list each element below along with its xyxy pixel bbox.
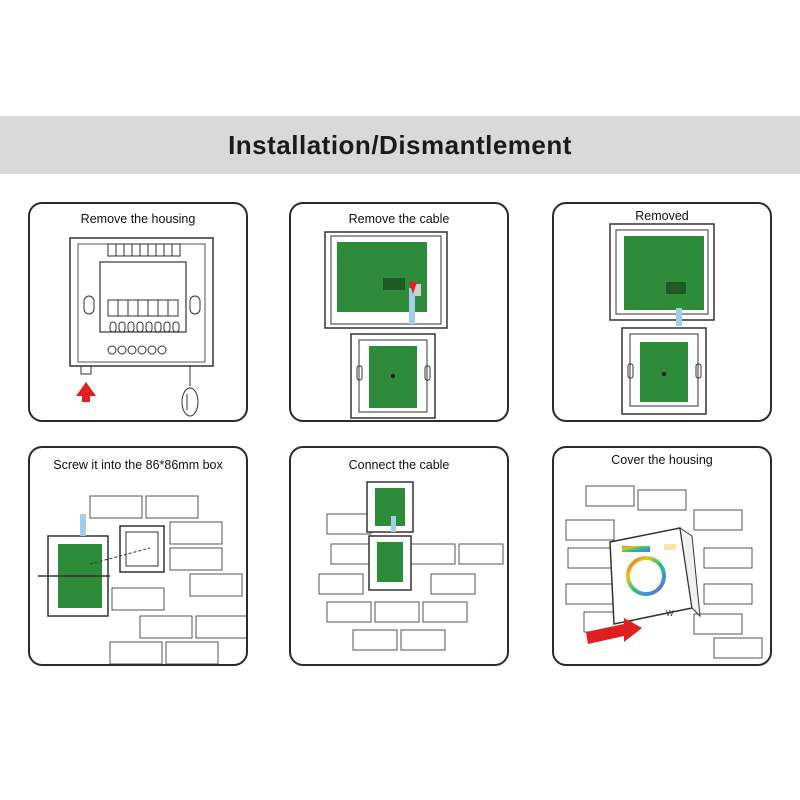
step-caption: Cover the housing	[611, 453, 713, 467]
step-caption: Remove the cable	[348, 212, 450, 226]
step-panel-remove-housing: Remove the housing	[28, 202, 248, 422]
screw-into-wall-box-illustration	[38, 495, 246, 664]
cover-housing-illustration: W	[565, 485, 763, 659]
cable-removal-illustration	[324, 231, 448, 419]
step-caption: Screw it into the 86*86mm box	[53, 458, 223, 472]
step-panel-screw-into-box: Screw it into the 86*86mm box	[28, 446, 248, 666]
step-caption: Connect the cable	[348, 458, 450, 472]
step-panel-connect-cable: Connect the cable	[289, 446, 509, 666]
title-banner: Installation/Dismantlement	[0, 116, 800, 174]
page-title: Installation/Dismantlement	[228, 129, 572, 160]
step-panel-remove-cable: Remove the cable	[289, 202, 509, 422]
cable-connection-illustration	[318, 481, 504, 651]
panel-separated-illustration	[609, 223, 715, 415]
screwdriver-icon	[181, 366, 199, 417]
step-panel-cover-housing: Cover the housing W	[552, 446, 772, 666]
step-caption: Removed	[635, 209, 689, 223]
arrow-up-icon	[76, 365, 96, 402]
housing-removal-illustration	[69, 237, 214, 417]
device-white-label: W	[666, 609, 674, 618]
step-panel-removed: Removed	[552, 202, 772, 422]
arrow-right-icon	[586, 618, 642, 644]
step-caption: Remove the housing	[80, 212, 196, 226]
